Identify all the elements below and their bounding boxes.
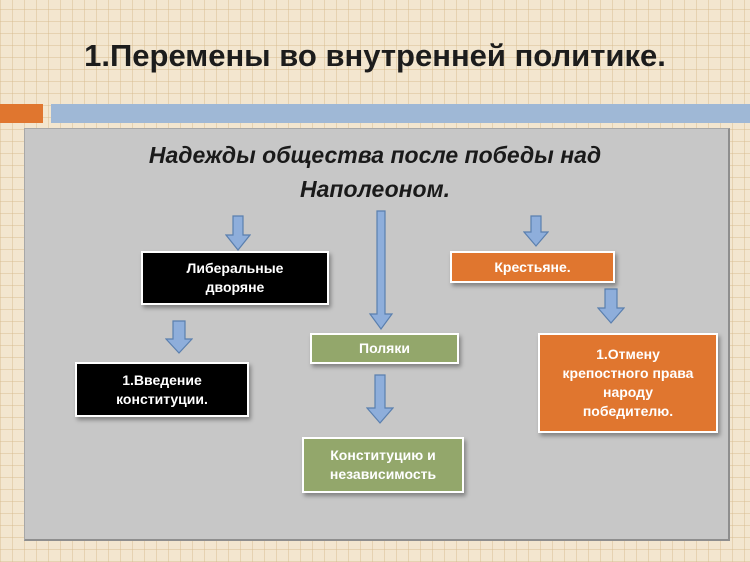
node-poles: Поляки [310,333,459,364]
down-arrow-icon [366,374,394,424]
down-arrow-icon [523,215,549,247]
slide-title: 1.Перемены во внутренней политике. [84,38,666,73]
heading-line-2: Наполеоном. [300,176,450,202]
diagram-heading: Надежды общества после победы над Наполе… [0,138,750,206]
accent-bar-blue [51,104,750,123]
down-arrow-icon [165,320,193,354]
node-peasants: Крестьяне. [450,251,615,283]
node-introduce-constitution: 1.Введение конституции. [75,362,249,417]
down-arrow-icon [225,215,251,251]
down-arrow-icon [368,210,394,330]
heading-line-1: Надежды общества после победы над [148,142,602,168]
accent-bar-orange [0,104,43,123]
node-liberal-nobles: Либеральные дворяне [141,251,329,305]
node-abolish-serfdom: 1.Отмену крепостного права народу победи… [538,333,718,433]
down-arrow-icon [597,288,625,324]
node-constitution-independence: Конституцию и независимость [302,437,464,493]
